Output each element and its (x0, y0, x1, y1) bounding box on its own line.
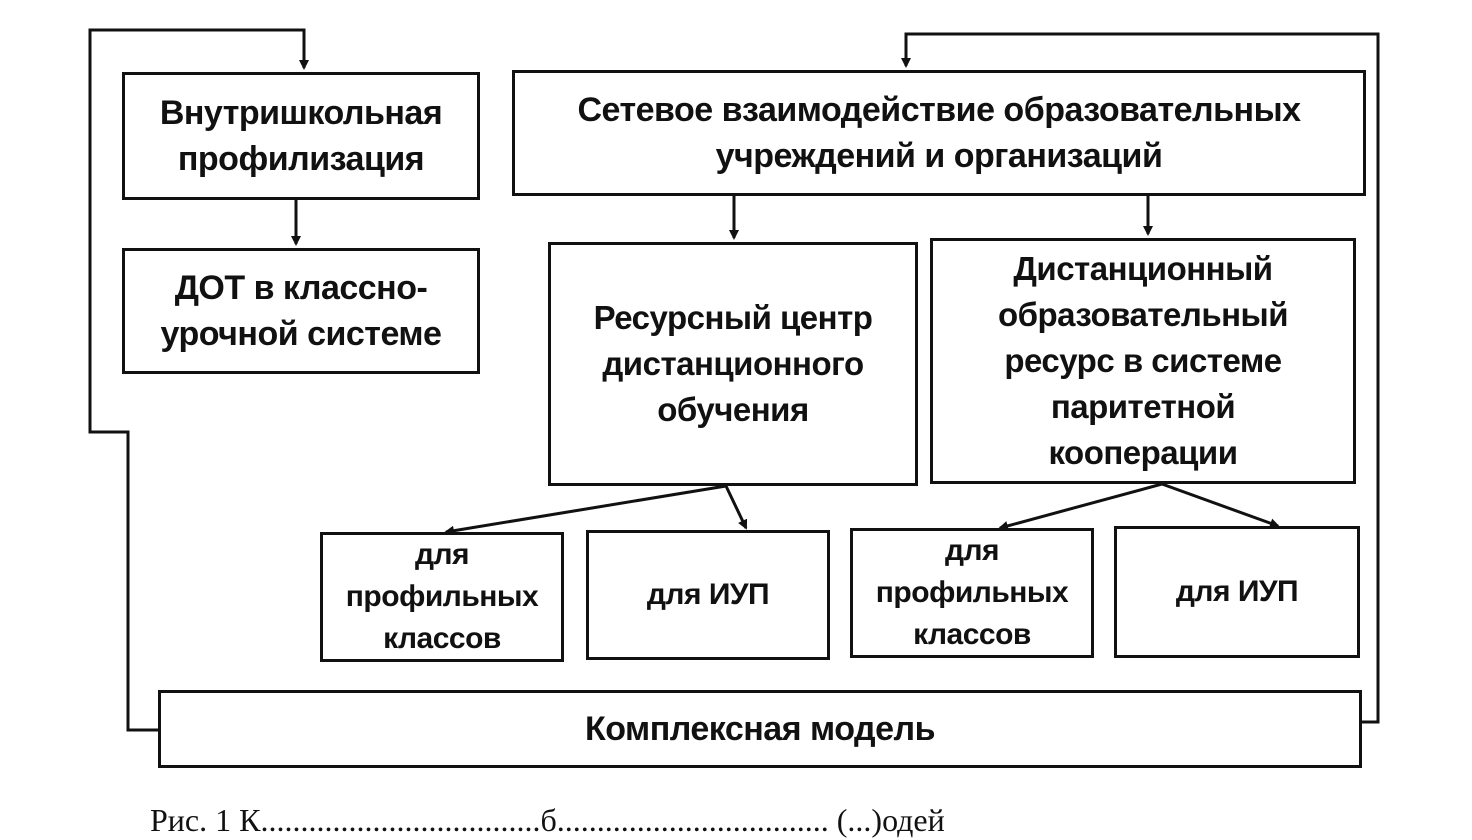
connector-right-loop (901, 32, 1380, 724)
connector-distres-leaf4 (1161, 482, 1280, 528)
box-label: Дистанционный образовательный ресурс в с… (997, 250, 1289, 471)
box-dlya-profilnyh-klassov-1: для профильных классов (320, 532, 564, 662)
box-dlya-profilnyh-klassov-2: для профильных классов (850, 528, 1094, 658)
box-label: Ресурсный центр дистанционного обучения (593, 299, 873, 428)
box-label: Внутришкольная профилизация (159, 94, 443, 178)
box-label: для ИУП (646, 578, 770, 611)
box-dlya-iup-1: для ИУП (586, 530, 830, 660)
box-label: Комплексная модель (584, 710, 936, 748)
box-distancionny-resurs: Дистанционный образовательный ресурс в с… (930, 238, 1356, 484)
box-dot-klassno-urochnaya: ДОТ в классно- урочной системе (122, 248, 480, 374)
box-label: для профильных классов (875, 534, 1069, 651)
box-vnutrishkolnaya-profilizaciya: Внутришкольная профилизация (122, 72, 480, 200)
box-kompleksnaya-model: Комплексная модель (158, 690, 1362, 768)
connector-distres-leaf3 (998, 482, 1163, 531)
box-resursny-centr: Ресурсный центр дистанционного обучения (548, 242, 918, 486)
connector-resurs-leaf1 (444, 484, 727, 536)
connector-left-loop (88, 28, 309, 732)
box-setevoe-vzaimodeistvie: Сетевое взаимодействие образовательных у… (512, 70, 1366, 196)
connectors (88, 28, 1380, 732)
box-label: ДОТ в классно- урочной системе (160, 269, 442, 353)
connector-resurs-leaf2 (724, 485, 748, 530)
box-label: для ИУП (1175, 575, 1299, 608)
box-dlya-iup-2: для ИУП (1114, 526, 1360, 658)
figure-caption: Рис. 1 К................................… (150, 802, 945, 838)
box-label: для профильных классов (345, 538, 539, 655)
box-label: Сетевое взаимодействие образовательных у… (577, 91, 1301, 175)
diagram: Внутришкольная профилизация ДОТ в классн… (88, 28, 1380, 838)
